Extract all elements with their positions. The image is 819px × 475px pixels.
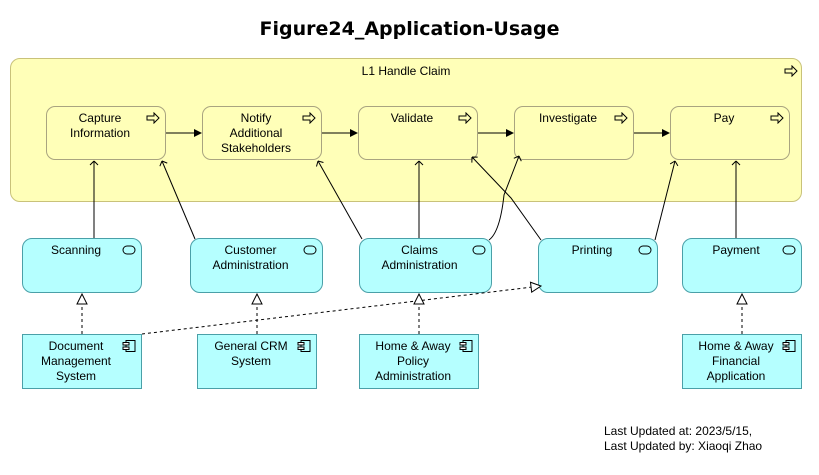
service-pill-icon: [472, 244, 486, 256]
process-arrow-icon: [302, 112, 316, 124]
process-arrow-icon: [458, 112, 472, 124]
component-policy-administration[interactable]: Home & Away Policy Administration: [359, 334, 479, 389]
application-component-icon: [297, 340, 311, 352]
service-printing[interactable]: Printing: [538, 238, 658, 293]
service-pill-icon: [782, 244, 796, 256]
process-pay[interactable]: Pay: [670, 106, 790, 160]
process-arrow-icon: [614, 112, 628, 124]
component-document-management-system[interactable]: Document Management System: [22, 334, 142, 389]
process-label: Capture Information: [69, 111, 131, 140]
process-label: Validate: [390, 111, 434, 125]
serving-customer-capture: [159, 160, 196, 240]
component-label: Home & Away Policy Administration: [374, 339, 452, 383]
service-label: Scanning: [50, 243, 102, 257]
component-label: Document Management System: [40, 339, 112, 383]
process-validate[interactable]: Validate: [358, 106, 478, 160]
footer: Last Updated at: 2023/5/15, Last Updated…: [604, 424, 762, 454]
component-label: Home & Away Financial Application: [698, 339, 774, 383]
serving-printing-validate: [471, 156, 542, 241]
component-label: General CRM System: [214, 339, 288, 368]
process-notify-stakeholders[interactable]: Notify Additional Stakeholders: [202, 106, 322, 160]
process-label: Investigate: [538, 111, 598, 125]
application-component-icon: [459, 340, 473, 352]
service-pill-icon: [303, 244, 317, 256]
service-pill-icon: [638, 244, 652, 256]
realization-dms-printing: [141, 286, 541, 335]
service-label: Printing: [571, 243, 613, 257]
serving-claims-investigate: [488, 155, 522, 241]
service-label: Claims Administration: [381, 243, 458, 272]
process-arrow-icon: [770, 112, 784, 124]
application-component-icon: [122, 340, 136, 352]
last-updated-by: Last Updated by: Xiaoqi Zhao: [604, 439, 763, 453]
process-capture-information[interactable]: Capture Information: [46, 106, 166, 160]
service-pill-icon: [122, 244, 136, 256]
service-customer-administration[interactable]: Customer Administration: [190, 238, 323, 293]
process-investigate[interactable]: Investigate: [514, 106, 634, 160]
application-component-icon: [782, 340, 796, 352]
process-label: Notify Additional Stakeholders: [220, 111, 292, 155]
service-scanning[interactable]: Scanning: [22, 238, 142, 293]
process-label: Pay: [713, 111, 735, 125]
component-general-crm-system[interactable]: General CRM System: [197, 334, 317, 389]
serving-printing-pay: [654, 160, 679, 241]
group-label: L1 Handle Claim: [361, 64, 451, 78]
service-payment[interactable]: Payment: [682, 238, 802, 293]
service-claims-administration[interactable]: Claims Administration: [359, 238, 492, 293]
component-financial-application[interactable]: Home & Away Financial Application: [682, 334, 802, 389]
process-arrow-icon: [784, 65, 798, 77]
serving-claims-notify: [315, 160, 363, 240]
process-arrow-icon: [146, 112, 160, 124]
service-label: Customer Administration: [212, 243, 289, 272]
diagram-title: Figure24_Application-Usage: [259, 18, 560, 40]
service-label: Payment: [712, 243, 760, 257]
last-updated-at: Last Updated at: 2023/5/15,: [604, 424, 753, 438]
